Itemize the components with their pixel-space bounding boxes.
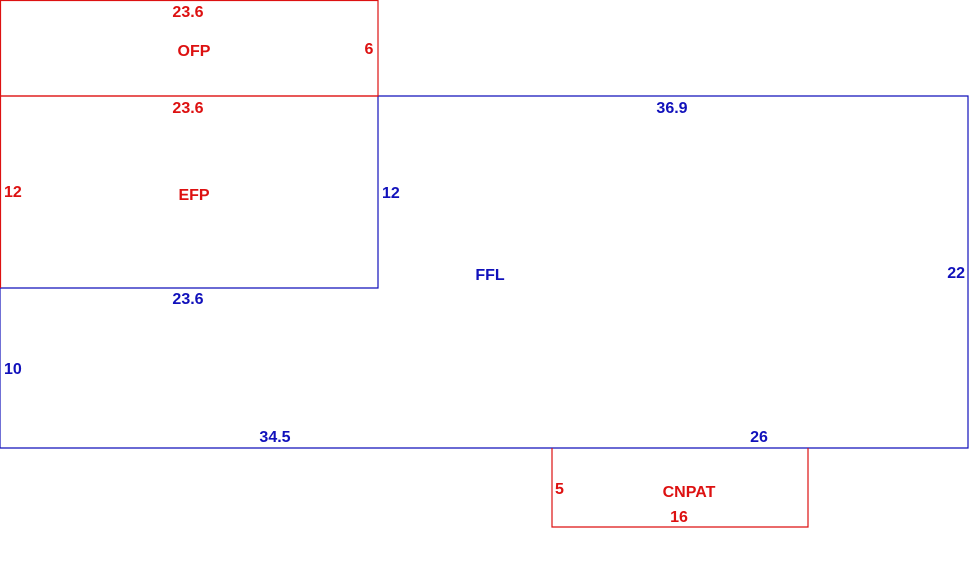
ffl-left-dimension: 10 (4, 361, 22, 378)
ofp-top-dimension: 23.6 (172, 4, 203, 21)
cnpat-bottom-dimension: 16 (670, 509, 688, 526)
ffl-right-dimension: 22 (947, 265, 965, 282)
ffl-outline (0, 95, 969, 449)
ffl-bottom-right-dimension: 26 (750, 429, 768, 446)
ffl-bottom-left-dimension: 34.5 (259, 429, 290, 446)
ffl-notch-dimension: 23.6 (172, 291, 203, 308)
cnpat-outline (551, 448, 809, 528)
ofp-right-dimension: 6 (365, 41, 374, 58)
ffl-top-dimension: 36.9 (656, 100, 687, 117)
cnpat-label: CNPAT (663, 484, 716, 501)
efp-top-dimension: 23.6 (172, 100, 203, 117)
efp-left-dimension: 12 (4, 184, 22, 201)
ofp-label: OFP (178, 43, 211, 60)
cnpat-left-dimension: 5 (555, 481, 564, 498)
ffl-efp-side-dimension: 12 (382, 185, 400, 202)
efp-label: EFP (178, 187, 209, 204)
efp-outline (0, 95, 378, 288)
ffl-label: FFL (475, 267, 505, 284)
